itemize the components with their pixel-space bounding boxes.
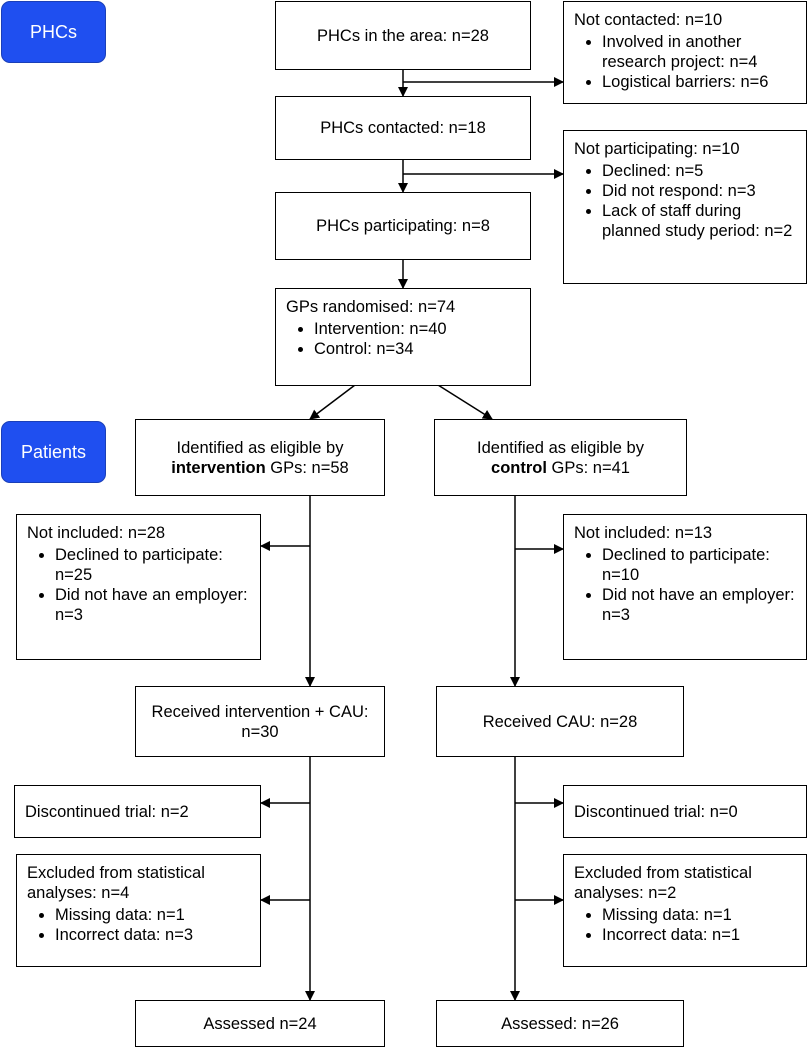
assessed-right-box: Assessed: n=26 (436, 1000, 684, 1047)
phcs-label: PHCs (1, 1, 106, 63)
gps-randomised-box: GPs randomised: n=74 Intervention: n=40 … (275, 288, 531, 386)
list-item: Incorrect data: n=3 (55, 925, 250, 945)
not-participating-box: Not participating: n=10 Declined: n=5 Di… (563, 130, 807, 284)
eligible-control-line1: Identified as eligible by (477, 438, 644, 457)
list-item: Control: n=34 (314, 339, 520, 359)
eligible-control-box: Identified as eligible by control GPs: n… (434, 419, 687, 496)
list-item: Did not have an employer: n=3 (55, 585, 250, 625)
phcs-contacted-box: PHCs contacted: n=18 (275, 96, 531, 160)
list-item: Did not have an employer: n=3 (602, 585, 796, 625)
phcs-participating-box: PHCs participating: n=8 (275, 192, 531, 260)
list-item: Incorrect data: n=1 (602, 925, 796, 945)
list-item: Declined: n=5 (602, 161, 796, 181)
assessed-left-box: Assessed n=24 (135, 1000, 385, 1047)
intervention-emphasis: intervention (171, 458, 266, 477)
discontinued-right-box: Discontinued trial: n=0 (563, 785, 807, 838)
list-item: Lack of staff during planned study perio… (602, 201, 796, 241)
excluded-right-title: Excluded from statistical analyses: n=2 (574, 864, 752, 902)
list-item: Declined to participate: n=10 (602, 545, 796, 585)
list-item: Logistical barriers: n=6 (602, 72, 796, 92)
not-included-right-title: Not included: n=13 (574, 524, 713, 542)
discontinued-left-box: Discontinued trial: n=2 (14, 785, 261, 838)
list-item: Declined to participate: n=25 (55, 545, 250, 585)
not-included-left-box: Not included: n=28 Declined to participa… (16, 514, 261, 660)
phcs-in-area-box: PHCs in the area: n=28 (275, 1, 531, 70)
not-contacted-box: Not contacted: n=10 Involved in another … (563, 1, 807, 104)
list-item: Missing data: n=1 (602, 905, 796, 925)
not-contacted-title: Not contacted: n=10 (574, 11, 723, 29)
list-item: Missing data: n=1 (55, 905, 250, 925)
patients-label: Patients (1, 421, 106, 483)
excluded-left-title: Excluded from statistical analyses: n=4 (27, 864, 205, 902)
not-participating-title: Not participating: n=10 (574, 140, 740, 158)
arrow-randomised-to-intervention (309, 384, 356, 420)
not-included-right-box: Not included: n=13 Declined to participa… (563, 514, 807, 660)
gps-randomised-title: GPs randomised: n=74 (286, 298, 456, 316)
list-item: Intervention: n=40 (314, 319, 520, 339)
eligible-intervention-line1: Identified as eligible by (176, 438, 344, 457)
control-emphasis: control (491, 458, 547, 477)
eligible-intervention-box: Identified as eligible by intervention G… (135, 419, 385, 496)
received-cau-box: Received CAU: n=28 (436, 686, 684, 757)
received-intervention-box: Received intervention + CAU: n=30 (135, 686, 385, 757)
list-item: Did not respond: n=3 (602, 181, 796, 201)
list-item: Involved in another research project: n=… (602, 32, 796, 72)
eligible-control-count: GPs: n=41 (546, 458, 630, 477)
excluded-right-box: Excluded from statistical analyses: n=2 … (563, 854, 807, 967)
not-included-left-title: Not included: n=28 (27, 524, 166, 542)
eligible-intervention-count: GPs: n=58 (265, 458, 349, 477)
arrow-randomised-to-control (437, 384, 493, 420)
excluded-left-box: Excluded from statistical analyses: n=4 … (16, 854, 261, 967)
